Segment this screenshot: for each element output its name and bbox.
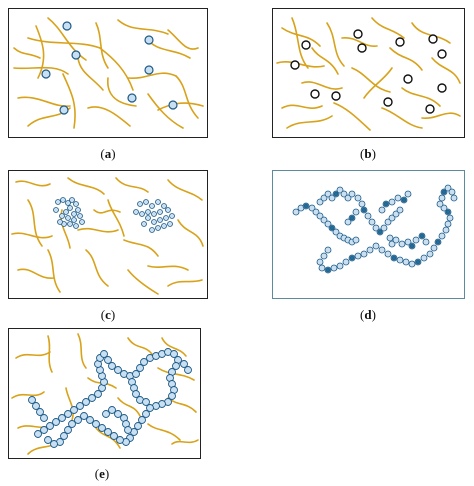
panel-b-frame [272, 8, 465, 138]
caption-b: (b) [360, 146, 376, 161]
panel-c [8, 170, 208, 299]
panel-c-fibers [11, 177, 204, 295]
caption-e: (e) [94, 466, 110, 481]
panel-e-network [28, 348, 192, 448]
panel-a-particles [41, 21, 178, 115]
caption-a: (a) [100, 146, 116, 161]
panel-d [272, 170, 465, 299]
panel-d-frame [272, 170, 465, 299]
panel-a-frame [8, 8, 208, 138]
panel-b-particles [290, 29, 447, 114]
panel-c-cluster-right [133, 199, 175, 233]
panel-e [8, 328, 201, 459]
panel-d-network [292, 184, 458, 274]
caption-d: (d) [360, 307, 376, 322]
panel-c-frame [8, 170, 208, 299]
panel-c-cluster-left [53, 197, 85, 229]
panel-e-fibers [11, 333, 199, 455]
panel-b-fibers [276, 17, 461, 131]
panel-b [272, 8, 465, 138]
panel-a [8, 8, 208, 138]
caption-c: (c) [100, 307, 116, 322]
